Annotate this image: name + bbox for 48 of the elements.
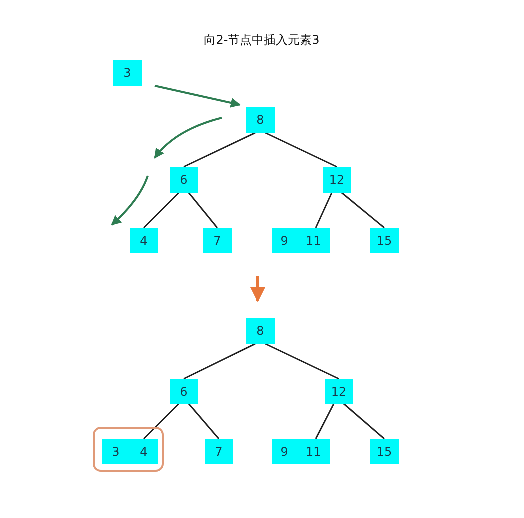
tree-node bbox=[205, 439, 233, 464]
tree-node bbox=[203, 228, 232, 253]
tree-link bbox=[188, 404, 220, 440]
tree-link bbox=[184, 132, 256, 168]
tree-node bbox=[272, 439, 330, 464]
tree-link bbox=[315, 404, 335, 440]
tree-link bbox=[265, 132, 338, 168]
tree-link bbox=[143, 192, 180, 229]
tree-node bbox=[246, 318, 275, 344]
tree-node bbox=[246, 107, 275, 133]
node-key: 9 bbox=[280, 444, 288, 458]
arrow bbox=[154, 85, 241, 108]
node-key: 3 bbox=[112, 444, 120, 458]
tree-node bbox=[323, 167, 351, 193]
tree-node bbox=[272, 228, 330, 253]
node-key: 7 bbox=[215, 444, 223, 458]
node-key: 6 bbox=[180, 384, 188, 398]
node-key: 6 bbox=[180, 173, 188, 187]
tree-link bbox=[342, 192, 385, 229]
tree-node bbox=[370, 228, 399, 253]
node-key: 7 bbox=[214, 234, 222, 248]
node-key: 11 bbox=[306, 444, 322, 458]
tree-node bbox=[170, 167, 198, 193]
tree-node bbox=[130, 228, 158, 253]
node-key: 4 bbox=[140, 234, 148, 248]
tree-link bbox=[344, 403, 385, 440]
node-key: 9 bbox=[280, 234, 288, 248]
node-key: 12 bbox=[331, 384, 347, 398]
tree-link bbox=[184, 343, 256, 380]
tree-link bbox=[188, 192, 218, 228]
highlight-frame bbox=[93, 427, 164, 472]
tree-node bbox=[170, 379, 198, 404]
tree-link bbox=[265, 343, 340, 380]
tree-node bbox=[102, 439, 158, 464]
tree-node bbox=[113, 60, 142, 86]
node-key: 12 bbox=[329, 173, 345, 187]
tree-node bbox=[325, 379, 353, 404]
node-key: 15 bbox=[376, 444, 392, 458]
node-key: 3 bbox=[124, 66, 132, 80]
node-key: 11 bbox=[306, 234, 322, 248]
node-key: 15 bbox=[376, 234, 392, 248]
diagram-title: 向2-节点中插入元素3 bbox=[203, 32, 321, 49]
tree-link bbox=[143, 403, 180, 440]
node-key: 8 bbox=[256, 324, 264, 338]
node-key: 8 bbox=[256, 113, 264, 127]
tree-node bbox=[370, 439, 399, 464]
node-key: 4 bbox=[140, 444, 148, 458]
tree-link bbox=[315, 192, 333, 228]
